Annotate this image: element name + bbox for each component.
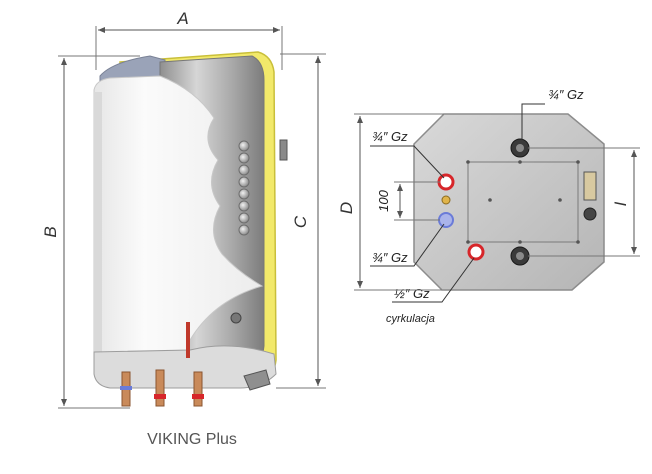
dimension-b: B — [41, 55, 140, 409]
bottom-pipes — [120, 369, 204, 407]
upper-left-connection-label: ¾″ Gz — [372, 129, 408, 144]
control-panel — [583, 171, 597, 201]
lower-left-connection-label: ¾″ Gz — [372, 250, 408, 265]
dimension-b-label: B — [41, 226, 60, 237]
dimension-i-label: I — [611, 201, 630, 206]
sensor-port — [441, 195, 451, 205]
hot-port-upper — [437, 173, 455, 191]
connection-leaders — [370, 103, 545, 303]
mounting-holes — [466, 160, 580, 244]
dimension-c-label: C — [291, 215, 310, 228]
thermostat-knob-icon — [583, 207, 597, 221]
caption: VIKING Plus — [147, 431, 237, 448]
heating-coil — [238, 140, 250, 236]
heating-rod — [186, 322, 190, 358]
sensor-pocket — [230, 312, 242, 324]
circulation-label: cyrkulacja — [386, 313, 435, 325]
side-view: A B C VIKING Plus — [41, 9, 326, 448]
dimension-a: A — [95, 9, 283, 70]
dimension-d-label: D — [337, 202, 356, 214]
top-connection-label: ¾″ Gz — [548, 87, 584, 102]
outer-shell — [93, 75, 264, 373]
dimension-100: 100 — [376, 181, 440, 221]
mounting-frame — [467, 161, 579, 243]
drain-valve — [243, 369, 271, 391]
circulation-connection-label: ½″ Gz — [394, 286, 430, 301]
circulation-port — [467, 243, 485, 261]
bottom-view: ¾″ Gz ¾″ Gz ¾″ Gz ½″ Gz cyrkulacja D 100… — [337, 87, 640, 325]
base-plate — [413, 113, 605, 291]
dimension-a-label: A — [176, 9, 188, 28]
dimension-d: D — [337, 113, 444, 291]
shell-edge — [94, 92, 102, 362]
outlet-ports — [510, 138, 530, 266]
wall-bracket — [279, 139, 288, 161]
cold-port — [438, 212, 454, 228]
dimension-i: I — [528, 147, 640, 257]
dimension-c: C — [276, 53, 326, 389]
dimension-100-label: 100 — [376, 189, 391, 211]
